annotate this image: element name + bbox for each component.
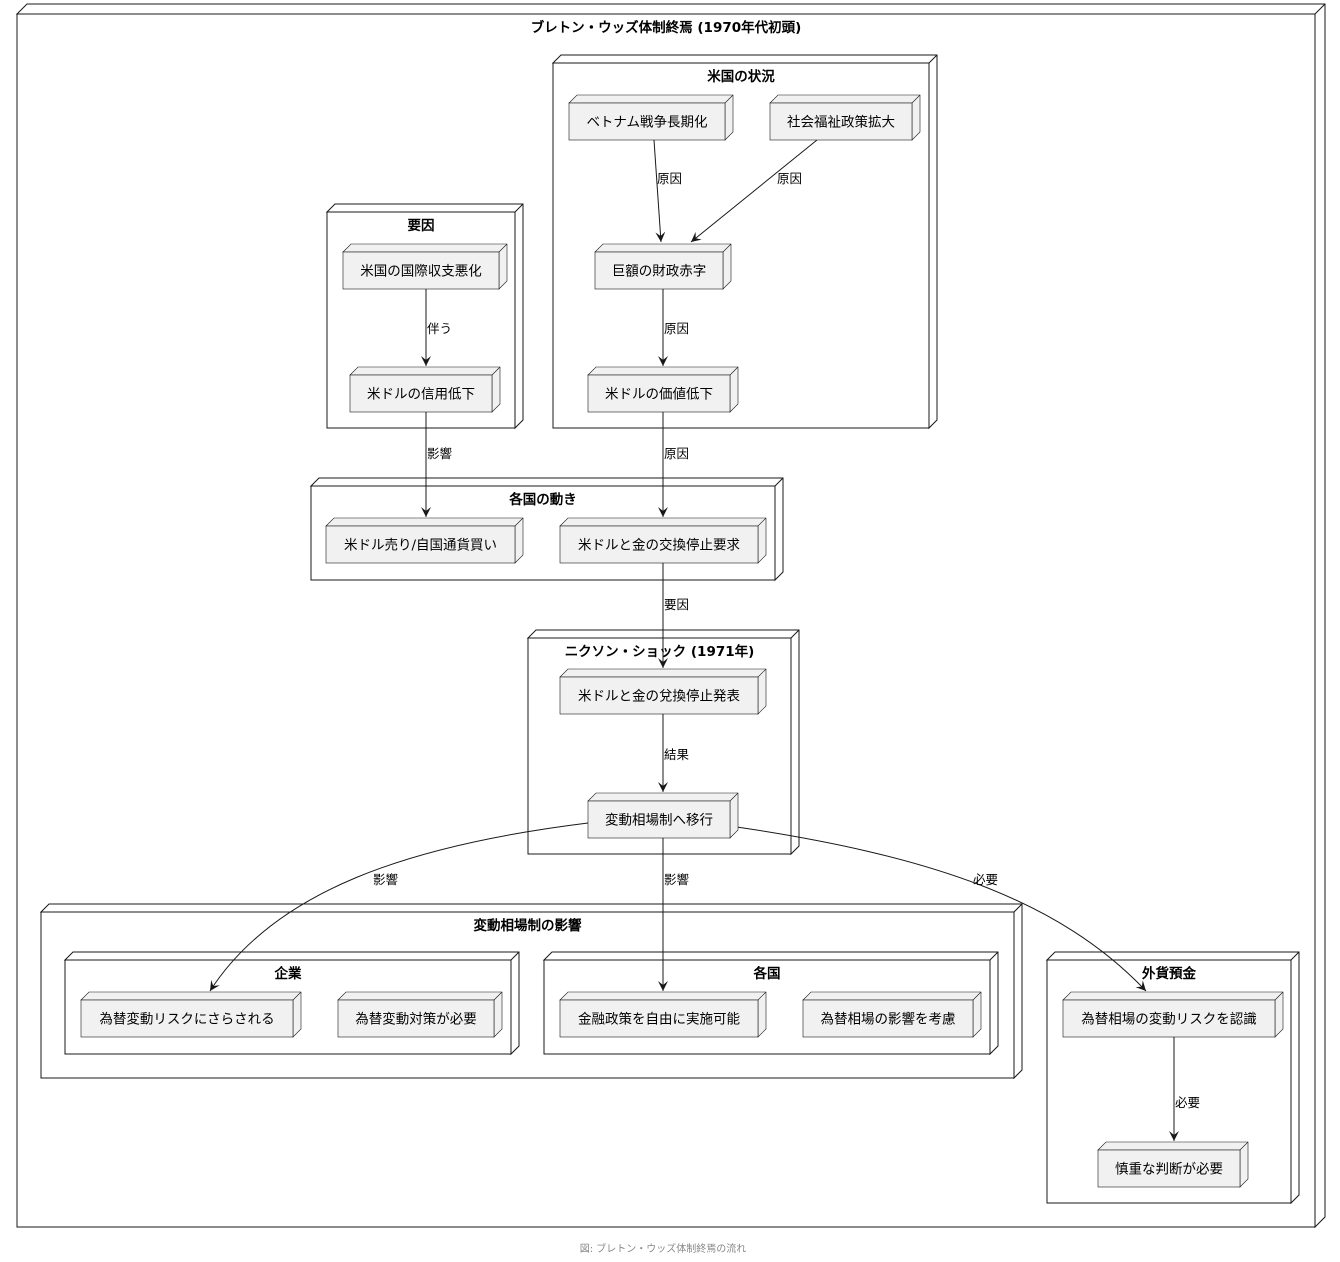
node-label: 金融政策を自由に実施可能 (578, 1011, 740, 1028)
node-deficit: 巨額の財政赤字 (594, 243, 732, 290)
edge-label: 結果 (664, 747, 690, 762)
node-sell-usd: 米ドル売り/自国通貨買い (325, 517, 524, 564)
edge-label: 影響 (664, 872, 689, 887)
node-label: 米ドル売り/自国通貨買い (344, 537, 497, 554)
edge-label: 原因 (777, 171, 802, 186)
node-label: 米ドルの信用低下 (367, 387, 475, 403)
edge-label: 原因 (657, 171, 682, 186)
package-title: 企業 (274, 965, 302, 982)
node-stop-announce: 米ドルと金の兌換停止発表 (559, 668, 767, 715)
node-consider-fx: 為替相場の影響を考慮 (802, 991, 982, 1038)
edge-vietnam-deficit (653, 139, 666, 243)
diagram-caption: 図: ブレトン・ウッズ体制終焉の流れ (580, 1242, 747, 1255)
node-recognize-risk: 為替相場の変動リスクを認識 (1062, 991, 1284, 1038)
package-title: 各国の動き (508, 491, 577, 508)
edge-label: 伴う (427, 321, 452, 336)
node-label: ベトナム戦争長期化 (586, 115, 707, 131)
edge-label: 影響 (373, 872, 398, 887)
node-label: 為替変動リスクにさらされる (99, 1011, 274, 1028)
package-title: 各国 (753, 965, 781, 982)
package-title: 米国の状況 (707, 68, 775, 85)
edge-floating-companies (209, 822, 589, 992)
node-label: 米ドルと金の兌換停止発表 (578, 688, 740, 705)
node-usd-credit: 米ドルの信用低下 (349, 366, 501, 413)
package-title: ブレトン・ウッズ体制終焉 (1970年代初頭) (531, 19, 802, 36)
node-stop-request: 米ドルと金の交換停止要求 (559, 517, 767, 564)
edge-welfare-deficit (690, 139, 818, 243)
package-title: 要因 (408, 218, 435, 234)
node-label: 変動相場制へ移行 (605, 812, 713, 829)
node-label: 社会福祉政策拡大 (787, 114, 895, 131)
edge-label: 必要 (1175, 1095, 1200, 1110)
edge-label: 要因 (664, 597, 689, 612)
edge-label: 原因 (664, 321, 689, 336)
edge-label: 必要 (973, 872, 998, 887)
node-welfare: 社会福祉政策拡大 (769, 94, 921, 141)
node-usd-value: 米ドルの価値低下 (587, 366, 739, 413)
node-label: 米ドルの価値低下 (605, 387, 713, 403)
node-fx-measures: 為替変動対策が必要 (337, 991, 503, 1038)
node-label: 米国の国際収支悪化 (360, 264, 482, 280)
node-label: 巨額の財政赤字 (612, 264, 707, 280)
edge-label: 影響 (427, 446, 452, 461)
node-label: 米ドルと金の交換停止要求 (578, 537, 740, 554)
node-fx-risk-exposed: 為替変動リスクにさらされる (80, 991, 302, 1038)
edge-label: 原因 (664, 446, 689, 461)
node-label: 為替変動対策が必要 (355, 1011, 477, 1028)
package-title: ニクソン・ショック (1971年) (565, 643, 755, 660)
node-floating: 変動相場制へ移行 (587, 792, 739, 839)
node-careful-judgment: 慎重な判断が必要 (1097, 1141, 1249, 1188)
edge-floating-deposit (729, 825, 1147, 992)
package-title: 変動相場制の影響 (474, 917, 582, 934)
package-title: 外貨預金 (1142, 965, 1196, 982)
node-label: 慎重な判断が必要 (1115, 1162, 1223, 1178)
node-label: 為替相場の変動リスクを認識 (1081, 1011, 1257, 1028)
node-label: 為替相場の影響を考慮 (821, 1011, 956, 1028)
node-monetary-policy: 金融政策を自由に実施可能 (559, 991, 767, 1038)
node-vietnam: ベトナム戦争長期化 (568, 94, 734, 141)
node-bop: 米国の国際収支悪化 (342, 243, 508, 290)
